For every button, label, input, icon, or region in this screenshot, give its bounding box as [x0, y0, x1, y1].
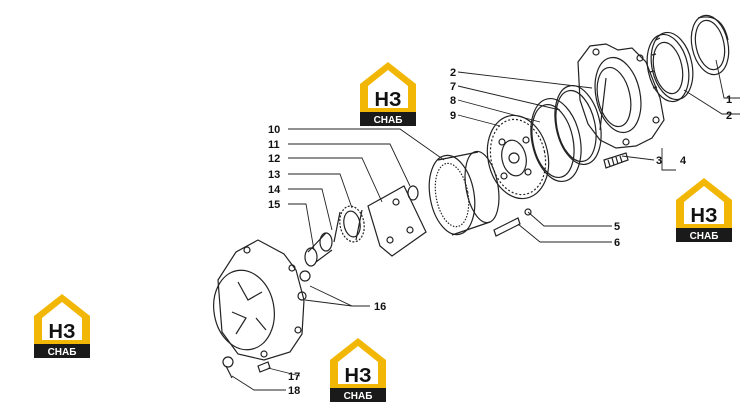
callout-9: 9 — [450, 110, 456, 122]
watermark-logo-left: НЗ СНАБ — [34, 294, 90, 358]
cover-plate-part-12 — [367, 185, 427, 257]
callout-17: 17 — [288, 371, 300, 383]
callout-3: 3 — [656, 155, 662, 167]
seal-part-8 — [530, 98, 582, 182]
svg-text:НЗ: НЗ — [345, 365, 372, 387]
svg-text:СНАБ: СНАБ — [690, 231, 719, 242]
planet-carrier-part-9 — [486, 114, 550, 200]
bolt-part-17 — [257, 361, 271, 373]
svg-text:СНАБ: СНАБ — [48, 347, 77, 358]
hub-housing-part-4 — [577, 43, 665, 149]
callout-15: 15 — [268, 199, 280, 211]
callout-5: 5 — [614, 221, 620, 233]
svg-text:НЗ: НЗ — [375, 89, 402, 111]
callout-2-left: 2 — [450, 67, 456, 79]
callout-14: 14 — [268, 184, 281, 196]
callout-16: 16 — [374, 301, 386, 313]
callout-7: 7 — [450, 81, 456, 93]
ring-gear-part-10 — [428, 150, 500, 236]
callout-11: 11 — [268, 139, 280, 151]
callout-13: 13 — [268, 169, 280, 181]
callout-1: 1 — [726, 94, 732, 106]
callout-6: 6 — [614, 237, 620, 249]
leader-lines — [231, 59, 740, 391]
seal-ring-part-1 — [690, 14, 730, 76]
bolt-part-18 — [222, 356, 234, 379]
drive-motor-cover — [213, 239, 305, 361]
callout-8: 8 — [450, 95, 456, 107]
callout-18: 18 — [288, 385, 300, 397]
callout-labels: 1 2 2 3 4 5 6 7 8 9 10 11 12 13 14 15 16… — [268, 67, 732, 397]
callout-2-right: 2 — [726, 110, 732, 122]
bolt-part-5 — [524, 208, 532, 216]
sun-gear-part-13 — [333, 205, 365, 243]
bolt-part-6 — [493, 217, 521, 237]
svg-text:СНАБ: СНАБ — [374, 115, 403, 126]
bearing-part-2 — [646, 31, 694, 103]
watermark-logo-top: НЗ СНАБ — [360, 62, 416, 126]
snap-ring-part-7 — [554, 85, 602, 165]
svg-text:НЗ: НЗ — [49, 321, 76, 343]
callout-10: 10 — [268, 124, 280, 136]
stud-bolt-part-3 — [603, 152, 629, 169]
callout-12: 12 — [268, 153, 280, 165]
callout-4: 4 — [680, 155, 687, 167]
watermark-logo-bottom: НЗ СНАБ — [330, 338, 386, 402]
watermark-logo-right: НЗ СНАБ — [676, 178, 732, 242]
svg-text:НЗ: НЗ — [691, 205, 718, 227]
svg-text:СНАБ: СНАБ — [344, 391, 373, 402]
shaft-part-14 — [304, 232, 333, 267]
